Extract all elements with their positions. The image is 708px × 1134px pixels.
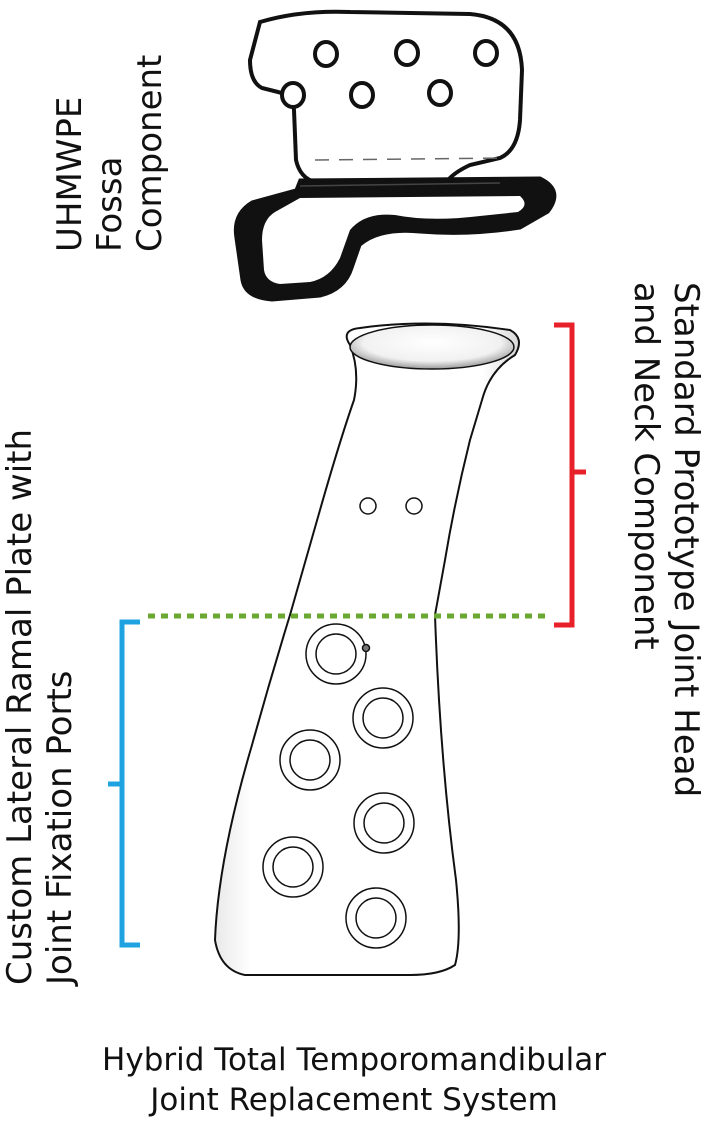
ramal-plate-label: Custom Lateral Ramal Plate with Joint Fi… — [0, 429, 80, 985]
fixation-port — [305, 623, 371, 685]
head-neck-label-line: Standard Prototype Joint Head — [666, 282, 706, 798]
fossa-ridge-line — [299, 182, 501, 187]
fossa-label-line: Fossa — [90, 156, 130, 252]
fossa-hole — [349, 81, 375, 109]
fossa-hole — [473, 39, 499, 67]
fossa-screw-holes — [280, 39, 499, 109]
ramal-plate-bracket — [108, 619, 140, 948]
fossa-label: UHMWPE Fossa Component — [50, 55, 170, 252]
neck-pin-hole — [359, 497, 377, 515]
fixation-ports — [262, 623, 415, 949]
fossa-hole — [313, 40, 339, 68]
ramal-plate-label-line: Custom Lateral Ramal Plate with — [0, 428, 40, 985]
caption-line: Hybrid Total Temporomandibular — [102, 1042, 606, 1078]
fossa-hole — [280, 81, 306, 109]
fossa-component — [233, 9, 557, 302]
fossa-hole — [427, 79, 453, 107]
neck-pin-hole — [405, 497, 423, 515]
fixation-port — [345, 887, 407, 949]
fixation-port — [353, 792, 415, 854]
caption-line: Joint Replacement System — [150, 1082, 558, 1118]
fixation-port — [352, 687, 414, 749]
fossa-label-line: UHMWPE — [50, 96, 90, 252]
fossa-hole — [394, 39, 420, 67]
fossa-bowl-inner — [262, 196, 525, 284]
ramal-plate-component — [213, 322, 520, 976]
ramal-plate-label-line: Joint Fixation Ports — [40, 670, 80, 986]
figure-caption: Hybrid Total Temporomandibular Joint Rep… — [0, 1040, 708, 1120]
head-neck-label-line: and Neck Component — [626, 282, 666, 650]
fossa-dashed-line — [314, 157, 506, 161]
joint-head — [349, 324, 515, 370]
fossa-label-line: Component — [130, 54, 170, 252]
head-neck-bracket — [554, 322, 586, 628]
head-neck-label: Standard Prototype Joint Head and Neck C… — [626, 282, 706, 797]
fixation-port — [279, 729, 341, 791]
fixation-port — [262, 836, 324, 898]
